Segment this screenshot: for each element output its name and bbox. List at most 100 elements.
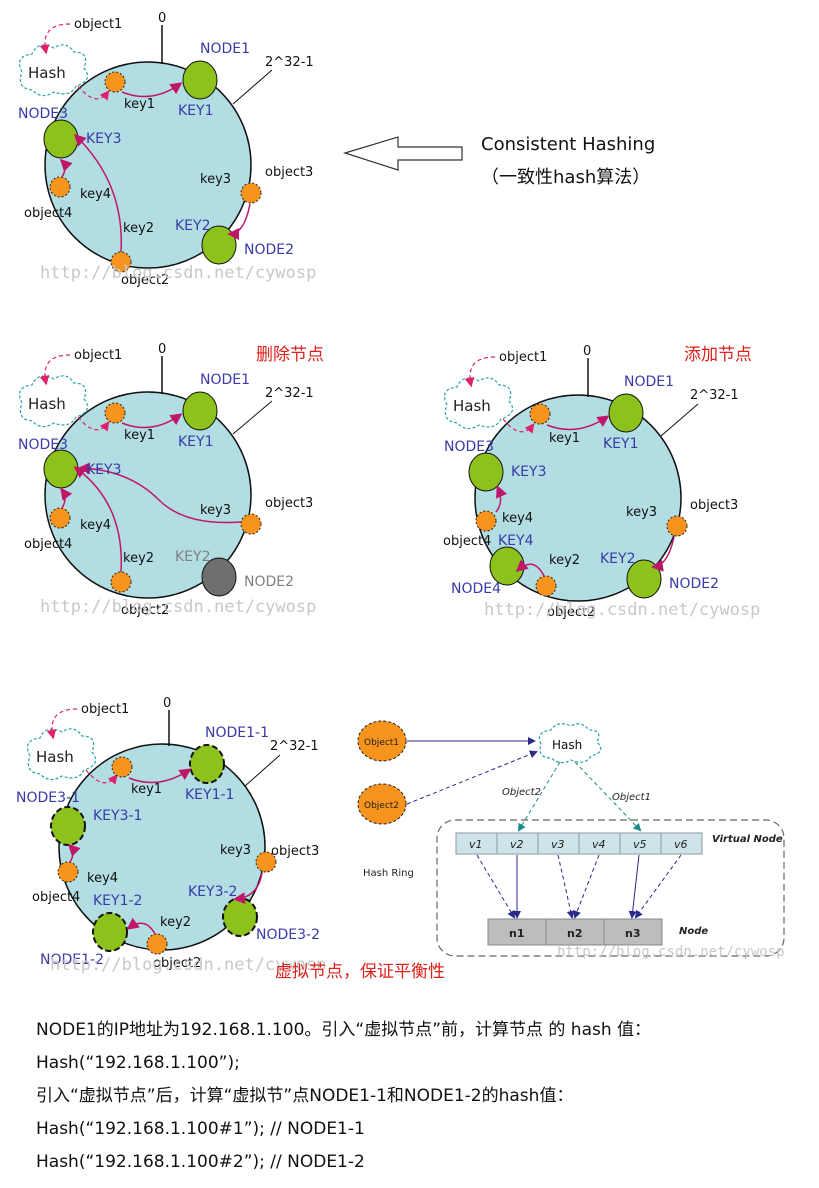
max-label: 2^32-1 — [265, 55, 314, 70]
object1-dot — [104, 402, 126, 424]
max-label: 2^32-1 — [690, 388, 739, 403]
node3-1-label: NODE3-1 — [16, 790, 80, 806]
node-n3 — [603, 918, 663, 946]
key3-small-label: key3 — [200, 172, 231, 187]
key2-big-label: KEY2 — [175, 549, 211, 565]
hash-label: Hash — [28, 395, 66, 413]
zero-label: 0 — [158, 11, 166, 26]
hash-to-object1-arrow — [85, 769, 118, 785]
object1-label: object1 — [499, 350, 547, 365]
object1-dot — [104, 71, 126, 93]
vnode-v2-label: v2 — [510, 838, 524, 851]
object4-label: object4 — [32, 890, 80, 905]
node3-circle — [468, 452, 504, 492]
max-marker — [244, 754, 281, 787]
key2-big-label: KEY2 — [175, 218, 211, 234]
key1-arrow — [128, 768, 192, 784]
vnode-row: v1 v2 v3 v4 v5 v6 — [455, 832, 703, 855]
key4-arrow — [67, 843, 81, 863]
object3-dot — [240, 513, 262, 535]
virtual-node-caption: 虚拟节点，保证平衡性 — [275, 962, 445, 982]
vnode-v1-label: v1 — [469, 838, 483, 851]
key1-big-label: KEY1 — [178, 434, 214, 450]
key2-arrow — [73, 133, 123, 253]
object2-shape-label: Object2 — [364, 801, 399, 811]
object3-dot — [255, 851, 277, 873]
key2-small-label: key2 — [160, 915, 191, 930]
node3-circle — [43, 119, 79, 159]
node3-label: NODE3 — [18, 106, 68, 122]
node1-circle — [182, 60, 218, 100]
node1-circle — [182, 391, 218, 431]
node2-label: NODE2 — [244, 242, 294, 258]
key1-small-label: key1 — [549, 431, 580, 446]
key3-arrow — [651, 536, 675, 572]
v6-to-n3 — [634, 854, 682, 919]
object1-to-hash-arrow — [464, 356, 496, 388]
node3-label: NODE3 — [444, 439, 494, 455]
object4-dot — [49, 176, 71, 198]
key4-small-label: key4 — [87, 871, 118, 886]
object4-label: object4 — [24, 537, 72, 552]
hash-label: Hash — [552, 738, 582, 752]
watermark: http://blog.csdn.net/cywosp — [40, 597, 316, 617]
node2-label: NODE2 — [244, 574, 294, 590]
v1-to-n1 — [476, 854, 516, 919]
object1-shape — [357, 720, 407, 762]
key1-big-label: KEY1 — [603, 436, 639, 452]
key3-small-label: key3 — [200, 503, 231, 518]
key1-arrow — [121, 413, 183, 429]
object2-dot — [535, 575, 557, 597]
key1-1-label: KEY1-1 — [185, 787, 234, 803]
key3-1-label: KEY3-1 — [93, 808, 142, 824]
object2-label: object2 — [547, 605, 595, 620]
watermark: http://blog.csdn.net/cywosp — [484, 600, 760, 620]
add-node-diagram: 0 2^32-1 添加节点 Hash object1 NODE1 KEY1 NO… — [443, 344, 760, 620]
key1-arrow — [121, 82, 183, 98]
vnode-v6-label: v6 — [674, 838, 688, 851]
node1-2-label: NODE1-2 — [40, 952, 104, 968]
text-line-2: Hash(“192.168.1.100”); — [36, 1053, 240, 1073]
object2-dot — [146, 933, 168, 955]
remove-node-diagram: 0 2^32-1 删除节点 Hash object1 NODE1 KEY1 NO… — [18, 342, 324, 618]
virtual-node-container — [436, 819, 785, 957]
zero-label: 0 — [163, 696, 171, 711]
node3-2-circle — [222, 897, 258, 937]
hash-to-object1-arrow — [77, 416, 110, 432]
node-n2-label: n2 — [567, 927, 583, 940]
key3-arrow — [78, 462, 242, 524]
object2-dot — [110, 251, 132, 273]
key2-arrow — [126, 917, 156, 935]
key4-small-label: key4 — [80, 187, 111, 202]
v3-to-n2 — [557, 854, 575, 919]
object3-label: object3 — [271, 844, 319, 859]
object2-path-label: Object2 — [502, 787, 541, 798]
object4-dot — [57, 861, 79, 883]
hash-label: Hash — [36, 748, 74, 766]
hash-label: Hash — [453, 397, 491, 415]
consistent-hashing-subtitle: （一致性hash算法） — [481, 167, 650, 188]
explanation-text: NODE1的IP地址为192.168.1.100。引入“虚拟节点”前，计算节点 … — [36, 1014, 796, 1179]
key2-small-label: key2 — [123, 551, 154, 566]
key3-arrow — [227, 203, 251, 240]
key3-big-label: KEY3 — [511, 464, 547, 480]
key3-small-label: key3 — [220, 843, 251, 858]
consistent-hashing-diagram: 0 2^32-1 Hash object1 NODE1 KEY1 NODE3 K… — [16, 11, 785, 982]
zero-label: 0 — [583, 344, 591, 359]
object3-dot — [240, 182, 262, 204]
object3-label: object3 — [265, 165, 313, 180]
key2-arrow — [73, 466, 123, 573]
text-line-5: Hash(“192.168.1.100#2”); // NODE1-2 — [36, 1152, 365, 1172]
max-marker — [232, 400, 273, 435]
key2-small-label: key2 — [549, 553, 580, 568]
key4-small-label: key4 — [502, 511, 533, 526]
vnode-v6 — [660, 832, 703, 855]
node1-label: NODE1 — [200, 372, 250, 388]
vnode-v5-label: v5 — [633, 838, 647, 851]
pointer-arrow — [342, 136, 463, 171]
object1-path-label: Object1 — [612, 792, 651, 803]
object1-to-hash-arrow — [46, 708, 78, 740]
hash-to-v2-line — [517, 761, 561, 832]
hash-cloud — [538, 723, 602, 764]
object2-label: object2 — [121, 603, 169, 618]
